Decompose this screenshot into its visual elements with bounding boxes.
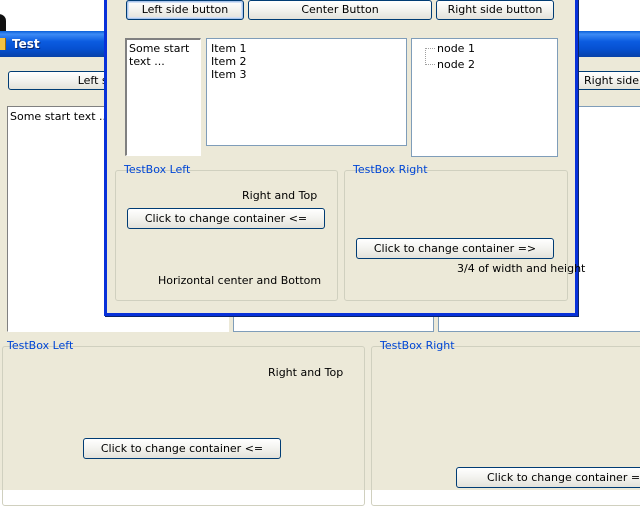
dialog-label-right-and-top: Right and Top <box>242 189 318 202</box>
list-item[interactable]: Item 2 <box>211 55 247 68</box>
dialog-textbox[interactable]: Some start text ... <box>125 38 201 156</box>
dialog-label-horizontal-center-bottom: Horizontal center and Bottom <box>158 274 322 287</box>
tree-connector <box>425 64 435 65</box>
main-change-container-right-button[interactable]: Click to change container => <box>456 467 640 488</box>
tree-node[interactable]: node 2 <box>437 58 475 71</box>
main-label-right-and-top: Right and Top <box>268 366 344 379</box>
dialog-right-side-button[interactable]: Right side button <box>436 0 554 20</box>
main-group-testbox-left: TestBox Left Right and Top Click to chan… <box>2 339 365 506</box>
main-group-left-title: TestBox Left <box>7 339 74 352</box>
tree-node[interactable]: node 1 <box>437 42 475 55</box>
dialog-group-left-title: TestBox Left <box>124 163 191 176</box>
dialog-left-side-button[interactable]: Left side button <box>126 0 244 20</box>
dialog-group-testbox-left: TestBox Left Right and Top Click to chan… <box>115 163 338 301</box>
main-textbox-text: Some start text ... <box>10 110 110 123</box>
desktop-icon-fragment <box>0 14 6 32</box>
dialog-center-button[interactable]: Center Button <box>248 0 432 20</box>
dialog-change-container-right-button[interactable]: Click to change container => <box>356 238 554 259</box>
list-item[interactable]: Item 1 <box>211 42 247 55</box>
tree-connector <box>425 48 435 49</box>
dialog-treeview[interactable]: node 1 node 2 <box>411 38 558 157</box>
app-icon <box>0 38 6 50</box>
dialog-group-right-title: TestBox Right <box>353 163 428 176</box>
dialog-group-testbox-right: TestBox Right Click to change container … <box>344 163 585 301</box>
main-change-container-left-button[interactable]: Click to change container <= <box>83 438 281 459</box>
dialog-window: Left side button Center Button Right sid… <box>104 0 585 316</box>
dialog-listbox[interactable]: Item 1 Item 2 Item 3 <box>206 38 407 146</box>
dialog-label-three-quarter-size: 3/4 of width and height <box>457 262 586 275</box>
dialog-change-container-left-button[interactable]: Click to change container <= <box>127 208 325 229</box>
tree-connector <box>425 48 426 65</box>
main-group-right-title: TestBox Right <box>380 339 455 352</box>
list-item[interactable]: Item 3 <box>211 68 247 81</box>
dialog-textbox-text: Some start text ... <box>129 42 190 68</box>
main-group-testbox-right: TestBox Right Click to change container … <box>371 339 640 506</box>
window-title: Test <box>12 37 40 51</box>
